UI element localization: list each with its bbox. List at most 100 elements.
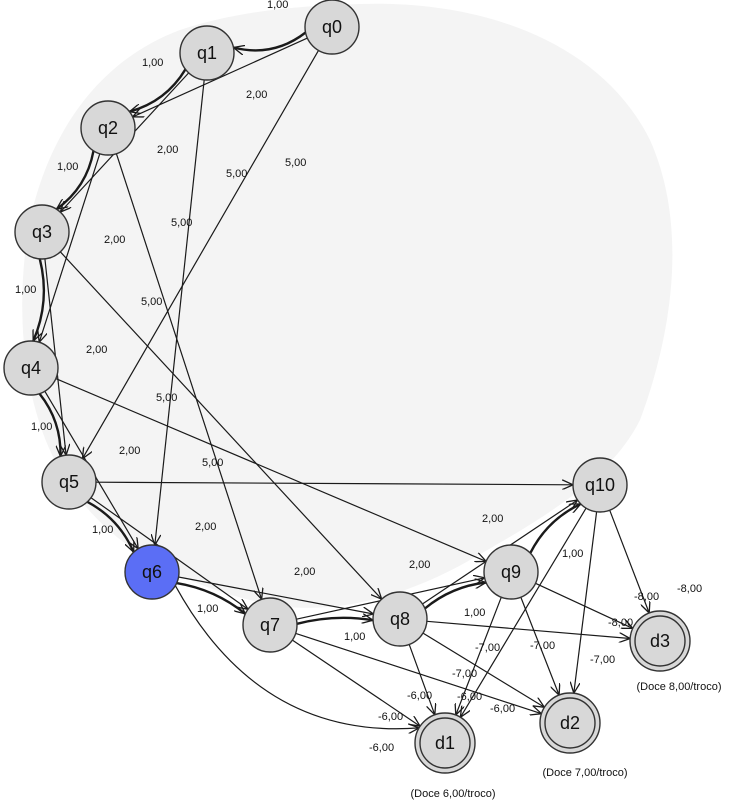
edge-q1-q6	[155, 79, 205, 545]
edges-layer	[32, 31, 650, 729]
edge-q10-d1	[460, 507, 587, 717]
state-label-d1: d1	[435, 733, 455, 753]
state-label-q1: q1	[197, 43, 217, 63]
edge-label-q2-q4: 2,00	[104, 234, 125, 246]
state-inner-ring-d3	[634, 615, 686, 667]
edge-label-q9-d2: -7,00	[530, 640, 555, 652]
state-label-q2: q2	[98, 118, 118, 138]
edge-q0-q2	[133, 37, 308, 117]
edge-q4-q9	[55, 378, 486, 562]
edge-q6-d1	[174, 585, 419, 729]
state-label-q4: q4	[21, 358, 41, 378]
state-circle-q9	[483, 544, 539, 600]
state-label-q3: q3	[32, 222, 52, 242]
edge-label-q7-d2: -7,00	[452, 668, 477, 680]
state-inner-ring-d2	[544, 697, 596, 749]
edge-label-q7-q9: 2,00	[409, 559, 430, 571]
state-node-d1[interactable]: d1	[414, 712, 476, 774]
state-node-q0[interactable]: q0	[304, 0, 360, 55]
state-node-q6[interactable]: q6	[124, 544, 180, 600]
edge-label-q7-d1: -6,00	[378, 711, 403, 723]
edge-label-q3-q5: 2,00	[86, 344, 107, 356]
state-node-d2[interactable]: d2	[539, 692, 601, 754]
edge-labels-layer: 1,001,001,001,001,001,001,001,001,001,00…	[15, 0, 702, 754]
state-circle-q2	[80, 100, 136, 156]
edge-label-q1-q6: 5,00	[226, 168, 247, 180]
edge-label-q10-d3: -8,00	[677, 583, 702, 595]
state-circle-q7	[242, 597, 298, 653]
state-node-q5[interactable]: q5	[41, 454, 97, 510]
edge-q9-d2	[520, 596, 559, 695]
state-node-q4[interactable]: q4	[3, 340, 59, 396]
edge-q2-q7	[115, 153, 261, 600]
state-label-q9: q9	[501, 562, 521, 582]
state-caption-d3: (Doce 8,00/troco)	[637, 681, 722, 693]
edge-label-q5-q6: 1,00	[92, 524, 113, 536]
edge-label-q7-q8: 1,00	[344, 631, 365, 643]
edge-label-q4-q5: 1,00	[31, 421, 52, 433]
edge-label-q1-q3: 2,00	[157, 144, 178, 156]
edge-q8-d3	[426, 620, 630, 638]
edge-label-q4-q9: 5,00	[156, 392, 177, 404]
edge-q10-d3	[609, 509, 650, 613]
state-circle-q8	[372, 591, 428, 647]
edge-q0-q5	[83, 50, 320, 458]
nodes-layer: q0 q1 q2 q3 q4 q5 q6 q7 q8 q9 q10 d1 d2 d3	[3, 0, 691, 774]
state-node-q9[interactable]: q9	[483, 544, 539, 600]
edge-q0-q1	[233, 31, 307, 51]
edge-label-q6-d1: -6,00	[369, 742, 394, 754]
state-label-q5: q5	[59, 472, 79, 492]
edge-label-q5-q10: 5,00	[202, 457, 223, 469]
edge-label-q3-q8: 5,00	[141, 296, 162, 308]
edge-q7-d2	[295, 632, 542, 713]
state-circle-q5	[41, 454, 97, 510]
state-node-q3[interactable]: q3	[14, 204, 70, 260]
state-circle-q10	[572, 457, 628, 513]
state-inner-ring-d1	[419, 717, 471, 769]
state-node-q8[interactable]: q8	[372, 591, 428, 647]
edge-label-q10-d1: -6,00	[490, 703, 515, 715]
state-circle-q1	[179, 25, 235, 81]
state-caption-d2: (Doce 7,00/troco)	[543, 767, 628, 779]
edge-label-q0-q2: 2,00	[246, 89, 267, 101]
edge-q2-q4	[39, 153, 101, 343]
edge-label-q8-q9: 1,00	[464, 607, 485, 619]
edge-label-q2-q7: 5,00	[171, 217, 192, 229]
edge-label-q8-q10: 2,00	[482, 513, 503, 525]
edge-label-q8-d3: -8,00	[608, 617, 633, 629]
state-node-q7[interactable]: q7	[242, 597, 298, 653]
edge-label-q6-q8: 2,00	[294, 566, 315, 578]
edge-q7-q8	[296, 618, 373, 625]
edge-q9-d3	[535, 582, 633, 628]
edge-label-q8-d2: -7,00	[475, 642, 500, 654]
edge-q3-q8	[59, 251, 381, 599]
state-label-q0: q0	[322, 17, 342, 37]
state-circle-q6	[124, 544, 180, 600]
captions-layer: (Doce 6,00/troco) (Doce 7,00/troco) (Doce …	[411, 681, 722, 800]
edge-label-q6-q7: 1,00	[197, 603, 218, 615]
state-label-d2: d2	[560, 713, 580, 733]
edge-q7-d1	[292, 639, 420, 726]
edge-q8-d2	[422, 632, 544, 707]
edge-label-q0-q5: 5,00	[285, 157, 306, 169]
state-node-q1[interactable]: q1	[179, 25, 235, 81]
state-label-q7: q7	[260, 615, 280, 635]
state-circle-q3	[14, 204, 70, 260]
edge-q8-d1	[408, 644, 435, 714]
state-node-d3[interactable]: d3	[629, 610, 691, 672]
edge-q5-q10	[95, 482, 573, 485]
state-label-q6: q6	[142, 562, 162, 582]
state-node-q10[interactable]: q10	[572, 457, 628, 513]
edge-label-q4-q6: 2,00	[119, 445, 140, 457]
edge-label-q3-q4: 1,00	[15, 284, 36, 296]
edge-q10-d2	[574, 511, 598, 693]
state-node-q2[interactable]: q2	[80, 100, 136, 156]
edge-label-q2-q3: 1,00	[57, 161, 78, 173]
edge-label-q0-q1: 1,00	[267, 0, 288, 11]
edge-q9-d1	[456, 596, 502, 715]
state-caption-d1: (Doce 6,00/troco)	[411, 788, 496, 800]
state-label-d3: d3	[650, 631, 670, 651]
edge-label-q1-q2: 1,00	[142, 57, 163, 69]
